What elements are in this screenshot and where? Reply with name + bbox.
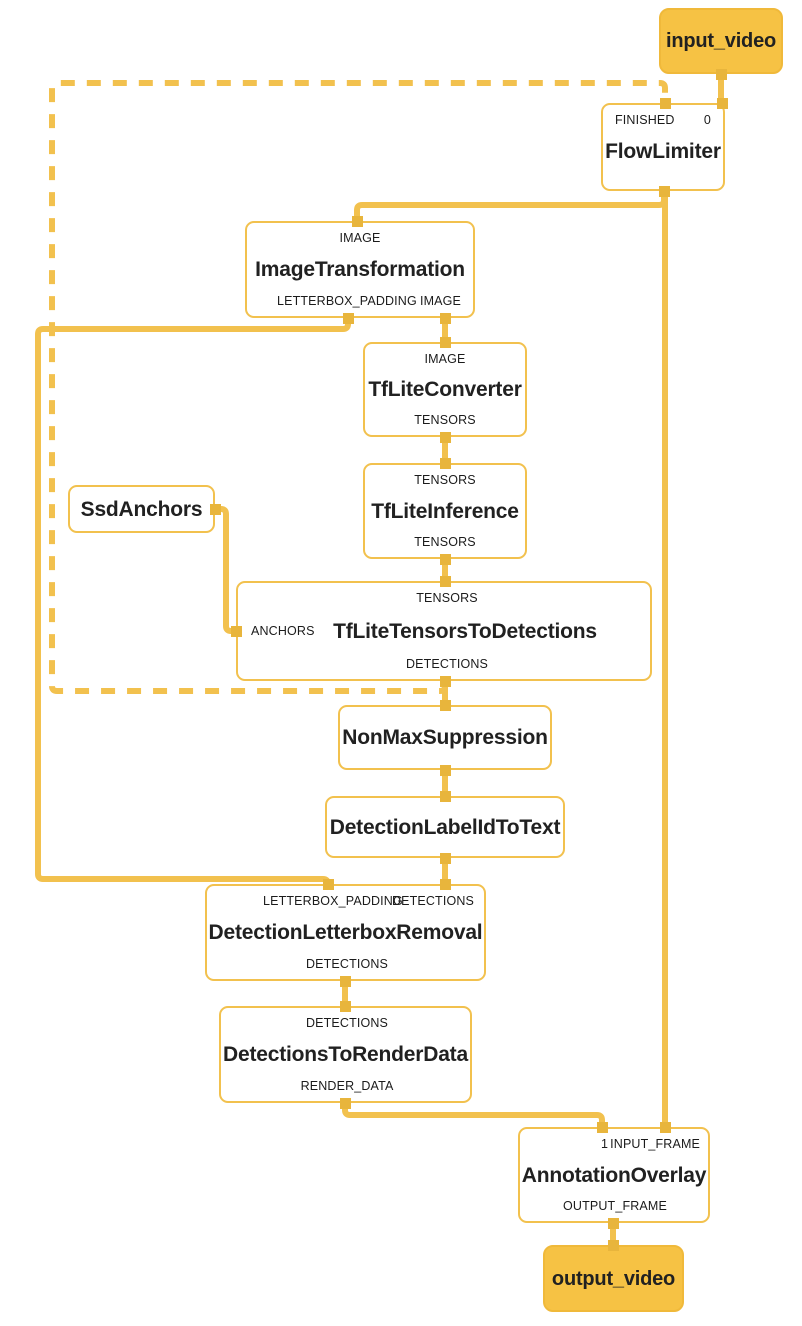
- node-input-video[interactable]: input_video: [659, 8, 783, 74]
- port-nub-annotation-overlay-output-frame[interactable]: [607, 1217, 619, 1229]
- port-nub-detection-label-id-to-text-in[interactable]: [439, 790, 451, 802]
- port-label-tflite-converter-tensors: TENSORS: [414, 412, 476, 427]
- port-label-annotation-overlay-output-frame: OUTPUT_FRAME: [563, 1198, 667, 1213]
- port-nub-tflite-converter-tensors[interactable]: [439, 431, 451, 443]
- port-nub-render-data-detections-in[interactable]: [339, 1000, 351, 1012]
- node-tflite-inference[interactable]: TENSORS TfLiteInference TENSORS: [363, 463, 527, 559]
- port-label-tflite-converter-image: IMAGE: [424, 352, 466, 366]
- port-nub-tensors-to-detections-anchors[interactable]: [230, 625, 242, 637]
- port-nub-flow-limiter-0[interactable]: [716, 97, 728, 109]
- node-title-input-video: input_video: [665, 30, 777, 52]
- edge-render-data-to-annotation-overlay: [342, 1103, 605, 1127]
- port-nub-input-video-out[interactable]: [715, 68, 727, 80]
- node-title-tflite-inference: TfLiteInference: [371, 499, 519, 523]
- port-label-tflite-inference-tensors-out: TENSORS: [414, 534, 476, 549]
- node-title-annotation-overlay: AnnotationOverlay: [521, 1163, 707, 1187]
- node-annotation-overlay[interactable]: 1 INPUT_FRAME AnnotationOverlay OUTPUT_F…: [518, 1127, 710, 1223]
- port-label-flow-limiter-finished: FINISHED: [615, 113, 675, 127]
- port-nub-non-max-suppression-in[interactable]: [439, 699, 451, 711]
- node-image-transformation[interactable]: IMAGE ImageTransformation LETTERBOX_PADD…: [245, 221, 475, 318]
- node-title-detections-to-render-data: DetectionsToRenderData: [223, 1043, 468, 1066]
- node-detection-label-id-to-text[interactable]: DetectionLabelIdToText: [325, 796, 565, 858]
- node-ssd-anchors[interactable]: SsdAnchors: [68, 485, 215, 533]
- port-label-letterbox-removal-detections-out: DETECTIONS: [305, 956, 389, 971]
- port-nub-tflite-converter-image[interactable]: [439, 336, 451, 348]
- node-detection-letterbox-removal[interactable]: LETTERBOX_PADDING DETECTIONS DetectionLe…: [205, 884, 486, 981]
- node-title-image-transformation: ImageTransformation: [255, 258, 465, 281]
- node-title-detection-letterbox-removal: DetectionLetterboxRemoval: [208, 921, 483, 944]
- port-nub-image-transformation-image-out[interactable]: [439, 312, 451, 324]
- port-nub-letterbox-removal-detections-in[interactable]: [439, 878, 451, 890]
- port-nub-image-transformation-letterbox-padding[interactable]: [342, 312, 354, 324]
- node-title-detection-label-id-to-text: DetectionLabelIdToText: [329, 815, 561, 839]
- node-flow-limiter[interactable]: FINISHED 0 FlowLimiter: [601, 103, 725, 191]
- port-label-image-transformation-image-out: IMAGE: [419, 293, 461, 308]
- node-tflite-converter[interactable]: IMAGE TfLiteConverter TENSORS: [363, 342, 527, 437]
- port-label-letterbox-removal-letterbox-padding: LETTERBOX_PADDING: [263, 894, 403, 908]
- port-nub-annotation-overlay-1[interactable]: [596, 1121, 608, 1133]
- port-label-image-transformation-image-in: IMAGE: [339, 231, 381, 245]
- port-label-tflite-inference-tensors-in: TENSORS: [414, 473, 476, 487]
- node-title-output-video: output_video: [551, 1267, 676, 1290]
- port-nub-tensors-to-detections-detections[interactable]: [439, 675, 451, 687]
- port-nub-output-video-in[interactable]: [607, 1239, 619, 1251]
- port-nub-non-max-suppression-out[interactable]: [439, 764, 451, 776]
- port-nub-flow-limiter-out[interactable]: [658, 185, 670, 197]
- port-nub-ssd-anchors-out[interactable]: [209, 503, 221, 515]
- port-nub-render-data-out[interactable]: [339, 1097, 351, 1109]
- port-label-tensors-to-detections-anchors: ANCHORS: [251, 623, 315, 638]
- port-nub-tflite-inference-tensors-out[interactable]: [439, 553, 451, 565]
- port-label-render-data-out: RENDER_DATA: [300, 1078, 394, 1093]
- port-label-letterbox-removal-detections-in: DETECTIONS: [391, 894, 474, 908]
- port-label-annotation-overlay-input-frame: INPUT_FRAME: [610, 1137, 700, 1151]
- node-title-non-max-suppression: NonMaxSuppression: [342, 726, 548, 749]
- node-title-ssd-anchors: SsdAnchors: [80, 497, 203, 521]
- node-output-video[interactable]: output_video: [543, 1245, 684, 1312]
- port-label-annotation-overlay-1: 1: [601, 1137, 609, 1151]
- node-tflite-tensors-to-detections[interactable]: TENSORS ANCHORS TfLiteTensorsToDetection…: [236, 581, 652, 681]
- port-label-render-data-detections-in: DETECTIONS: [305, 1016, 389, 1030]
- node-title-flow-limiter: FlowLimiter: [605, 139, 721, 163]
- port-label-tensors-to-detections-detections: DETECTIONS: [405, 656, 489, 671]
- port-nub-annotation-overlay-input-frame[interactable]: [659, 1121, 671, 1133]
- node-non-max-suppression[interactable]: NonMaxSuppression: [338, 705, 552, 770]
- port-label-flow-limiter-0: 0: [703, 113, 711, 127]
- port-nub-tflite-inference-tensors-in[interactable]: [439, 457, 451, 469]
- port-nub-detection-label-id-to-text-out[interactable]: [439, 852, 451, 864]
- port-nub-flow-limiter-finished[interactable]: [659, 97, 671, 109]
- port-nub-image-transformation-image-in[interactable]: [351, 215, 363, 227]
- port-label-image-transformation-letterbox-padding: LETTERBOX_PADDING: [277, 293, 417, 308]
- port-nub-letterbox-removal-detections-out[interactable]: [339, 975, 351, 987]
- node-title-tflite-converter: TfLiteConverter: [368, 378, 522, 401]
- node-title-tflite-tensors-to-detections: TfLiteTensorsToDetections: [333, 619, 597, 643]
- port-label-tensors-to-detections-tensors: TENSORS: [416, 591, 478, 605]
- edge-ssd-anchors-to-anchors-port: [215, 506, 236, 634]
- node-detections-to-render-data[interactable]: DETECTIONS DetectionsToRenderData RENDER…: [219, 1006, 472, 1103]
- port-nub-letterbox-removal-letterbox-padding[interactable]: [322, 878, 334, 890]
- edge-flow-limiter-to-image-transformation: [354, 191, 667, 221]
- port-nub-tensors-to-detections-tensors[interactable]: [439, 575, 451, 587]
